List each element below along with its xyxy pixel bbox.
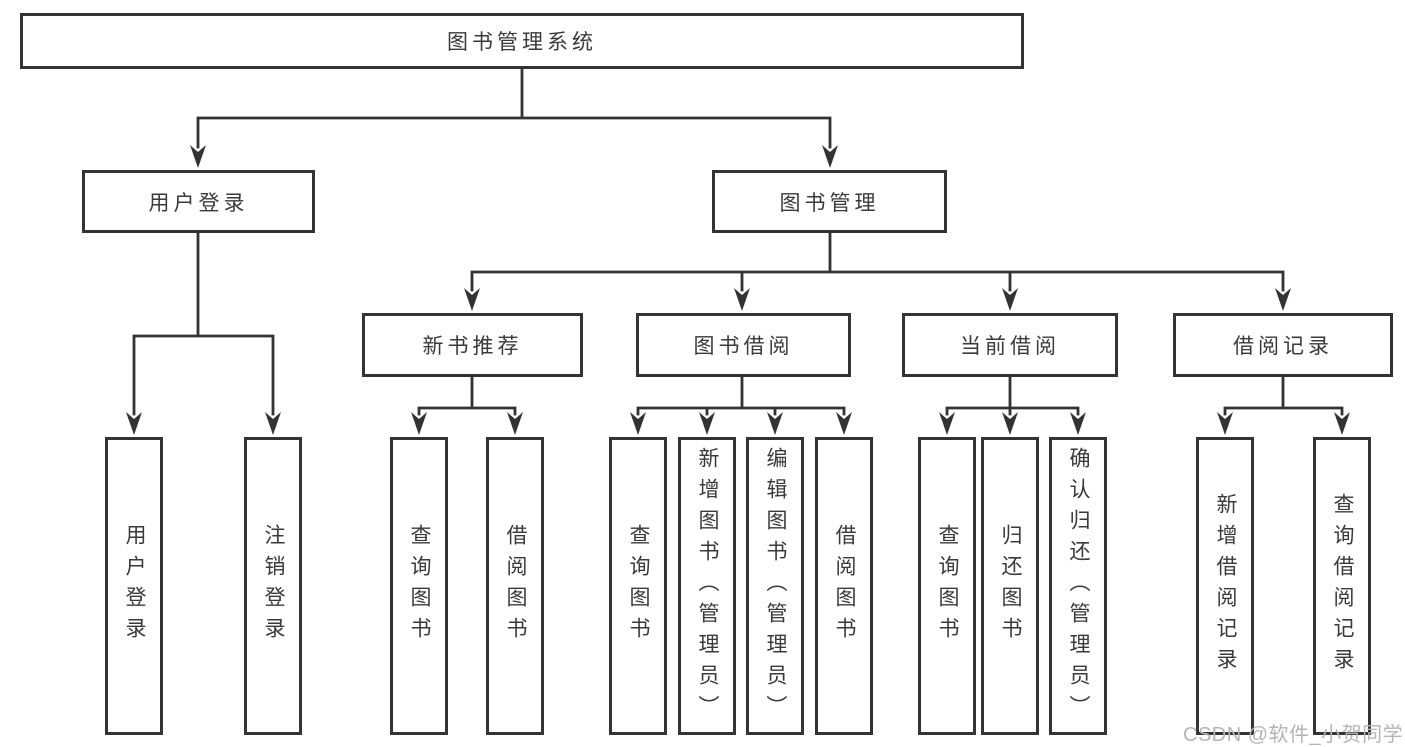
edge-newbook-to-leaves xyxy=(417,375,517,416)
leaf-query-borrow-record-label: 查询借阅记录 xyxy=(1331,493,1354,679)
node-root-system: 图书管理系统 xyxy=(20,13,1024,69)
leaf-edit-books-admin-label: 编辑图书（管理员） xyxy=(764,446,787,726)
leaf-query-books-current-label: 查询图书 xyxy=(936,524,959,648)
node-borrowing-records: 借阅记录 xyxy=(1173,313,1393,377)
edge-userlogin-to-leaves xyxy=(132,231,275,416)
arrowheads xyxy=(126,145,1350,435)
node-new-book-recommend-label: 新书推荐 xyxy=(422,335,523,358)
edge-borrow-to-leaves xyxy=(636,375,846,416)
csdn-watermark: CSDN @软件_小贺同学 xyxy=(1183,724,1404,746)
leaf-query-books-recommend-label: 查询图书 xyxy=(408,524,431,648)
edge-root-to-level2 xyxy=(196,66,832,149)
node-user-login-label: 用户登录 xyxy=(148,191,249,215)
edge-current-to-leaves xyxy=(945,375,1080,416)
leaf-user-login-label: 用户登录 xyxy=(123,524,146,648)
leaf-add-books-admin-label: 新增图书（管理员） xyxy=(696,446,719,726)
node-book-borrowing: 图书借阅 xyxy=(636,313,851,377)
leaf-confirm-return-admin: 确认归还（管理员） xyxy=(1049,437,1107,735)
leaf-add-books-admin: 新增图书（管理员） xyxy=(678,437,736,735)
node-book-borrowing-label: 图书借阅 xyxy=(693,335,794,358)
edge-records-to-leaves xyxy=(1223,375,1344,416)
leaf-query-books-recommend: 查询图书 xyxy=(390,437,448,735)
leaf-borrow-books-recommend-label: 借阅图书 xyxy=(504,524,527,648)
node-current-borrowing-label: 当前借阅 xyxy=(960,335,1060,358)
leaf-return-books-label: 归还图书 xyxy=(999,524,1022,648)
node-root-system-label: 图书管理系统 xyxy=(447,31,597,54)
leaf-query-borrow-record: 查询借阅记录 xyxy=(1313,437,1371,735)
leaf-query-books-current: 查询图书 xyxy=(918,437,976,735)
leaf-confirm-return-admin-label: 确认归还（管理员） xyxy=(1067,446,1090,726)
node-current-borrowing: 当前借阅 xyxy=(902,313,1118,377)
leaf-query-books-borrow: 查询图书 xyxy=(609,437,667,735)
leaf-query-books-borrow-label: 查询图书 xyxy=(627,524,650,648)
leaf-add-borrow-record: 新增借阅记录 xyxy=(1196,437,1254,735)
node-user-login: 用户登录 xyxy=(82,170,315,233)
leaf-add-borrow-record-label: 新增借阅记录 xyxy=(1214,493,1237,679)
leaf-user-login: 用户登录 xyxy=(105,437,163,735)
leaf-logout-label: 注销登录 xyxy=(262,524,285,648)
leaf-edit-books-admin: 编辑图书（管理员） xyxy=(746,437,804,735)
leaf-return-books: 归还图书 xyxy=(981,437,1039,735)
edge-bookmgmt-to-level3 xyxy=(470,231,1285,292)
node-new-book-recommend: 新书推荐 xyxy=(362,313,583,377)
node-borrowing-records-label: 借阅记录 xyxy=(1233,335,1333,358)
leaf-logout: 注销登录 xyxy=(244,437,302,735)
leaf-borrow-books-label: 借阅图书 xyxy=(833,524,856,648)
leaf-borrow-books: 借阅图书 xyxy=(815,437,873,735)
node-book-management: 图书管理 xyxy=(712,170,947,233)
leaf-borrow-books-recommend: 借阅图书 xyxy=(486,437,544,735)
node-book-management-label: 图书管理 xyxy=(779,191,880,215)
